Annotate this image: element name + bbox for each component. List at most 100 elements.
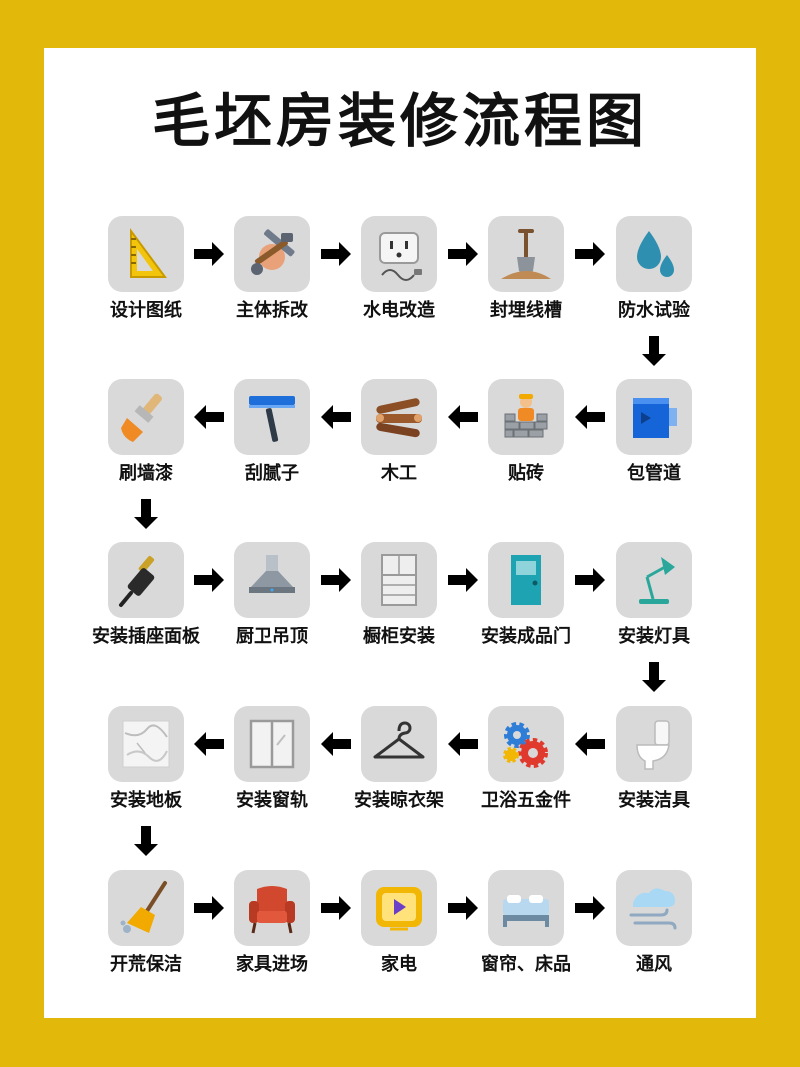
arrow-left (446, 727, 480, 761)
arrow-right (319, 563, 353, 597)
arrow-right (319, 237, 353, 271)
cabinet-icon (361, 542, 437, 618)
window-icon (234, 706, 310, 782)
gears-icon (488, 706, 564, 782)
arrow-right (192, 891, 226, 925)
step-label: 包管道 (627, 463, 681, 484)
flow-step: 橱柜安装 (339, 542, 459, 648)
power-outlet-icon (361, 216, 437, 292)
arrow-right (573, 563, 607, 597)
arrow-right (446, 563, 480, 597)
flow-step: 安装成品门 (466, 542, 586, 648)
arrow-right (446, 237, 480, 271)
arrow-right (573, 891, 607, 925)
step-label: 木工 (381, 463, 417, 484)
flow-step: 家电 (339, 870, 459, 976)
flow-step: 包管道 (594, 379, 714, 485)
door-icon (488, 542, 564, 618)
step-label: 安装灯具 (618, 626, 690, 647)
arrow-left (319, 727, 353, 761)
arrow-right (573, 237, 607, 271)
flow-step: 刮腻子 (212, 379, 332, 485)
flow-step: 安装洁具 (594, 706, 714, 812)
squeegee-icon (234, 379, 310, 455)
step-label: 家电 (381, 954, 417, 975)
range-hood-icon (234, 542, 310, 618)
tools-icon (234, 216, 310, 292)
step-label: 安装窗轨 (236, 790, 308, 811)
shovel-icon (488, 216, 564, 292)
tv-icon (361, 870, 437, 946)
step-label: 卫浴五金件 (481, 790, 571, 811)
arrow-left (446, 400, 480, 434)
step-label: 刮腻子 (245, 463, 299, 484)
arrow-right (319, 891, 353, 925)
flow-step: 刷墙漆 (86, 379, 206, 485)
pipe-box-icon (616, 379, 692, 455)
flow-step: 开荒保洁 (86, 870, 206, 976)
clothes-hanger-icon (361, 706, 437, 782)
step-label: 开荒保洁 (110, 954, 182, 975)
flow-step: 厨卫吊顶 (212, 542, 332, 648)
step-label: 安装地板 (110, 790, 182, 811)
step-label: 家具进场 (236, 954, 308, 975)
step-label: 通风 (636, 954, 672, 975)
arrow-left (573, 727, 607, 761)
flow-step: 通风 (594, 870, 714, 976)
arrow-down (637, 660, 671, 694)
arrow-down (129, 824, 163, 858)
arrow-left (573, 400, 607, 434)
flow-step: 设计图纸 (86, 216, 206, 322)
paint-brush-icon (108, 379, 184, 455)
step-label: 贴砖 (508, 463, 544, 484)
step-label: 橱柜安装 (363, 626, 435, 647)
step-label: 厨卫吊顶 (236, 626, 308, 647)
arrow-down (129, 497, 163, 531)
flow-step: 安装插座面板 (86, 542, 206, 648)
step-label: 安装洁具 (618, 790, 690, 811)
wind-icon (616, 870, 692, 946)
arrow-left (319, 400, 353, 434)
step-label: 安装成品门 (481, 626, 571, 647)
flow-step: 安装灯具 (594, 542, 714, 648)
armchair-icon (234, 870, 310, 946)
toilet-icon (616, 706, 692, 782)
flowchart-card: 毛坯房装修流程图 设计图纸 主体拆改 水电改造 封埋线槽 防水试验包管道 贴砖 木工 刮腻子 刷… (44, 48, 756, 1018)
step-label: 刷墙漆 (119, 463, 173, 484)
step-label: 窗帘、床品 (481, 954, 571, 975)
step-label: 水电改造 (363, 300, 435, 321)
broom-icon (108, 870, 184, 946)
flow-step: 封埋线槽 (466, 216, 586, 322)
step-label: 防水试验 (618, 300, 690, 321)
arrow-right (192, 563, 226, 597)
bed-icon (488, 870, 564, 946)
arrow-down (637, 334, 671, 368)
step-label: 安装插座面板 (92, 626, 200, 647)
water-drops-icon (616, 216, 692, 292)
arrow-left (192, 400, 226, 434)
flow-step: 安装晾衣架 (339, 706, 459, 812)
flow-step: 木工 (339, 379, 459, 485)
arrow-left (192, 727, 226, 761)
step-label: 封埋线槽 (490, 300, 562, 321)
flow-step: 水电改造 (339, 216, 459, 322)
step-label: 主体拆改 (236, 300, 308, 321)
page-title: 毛坯房装修流程图 (151, 87, 648, 155)
flow-step: 贴砖 (466, 379, 586, 485)
flow-step: 主体拆改 (212, 216, 332, 322)
marble-floor-icon (108, 706, 184, 782)
arrow-right (446, 891, 480, 925)
desk-lamp-icon (616, 542, 692, 618)
flow-step: 家具进场 (212, 870, 332, 976)
flow-step: 卫浴五金件 (466, 706, 586, 812)
flow-step: 安装地板 (86, 706, 206, 812)
flow-step: 安装窗轨 (212, 706, 332, 812)
ruler-triangle-icon (108, 216, 184, 292)
plug-jack-icon (108, 542, 184, 618)
step-label: 安装晾衣架 (354, 790, 444, 811)
flow-step: 防水试验 (594, 216, 714, 322)
arrow-right (192, 237, 226, 271)
bricklayer-icon (488, 379, 564, 455)
step-label: 设计图纸 (110, 300, 182, 321)
flow-step: 窗帘、床品 (466, 870, 586, 976)
